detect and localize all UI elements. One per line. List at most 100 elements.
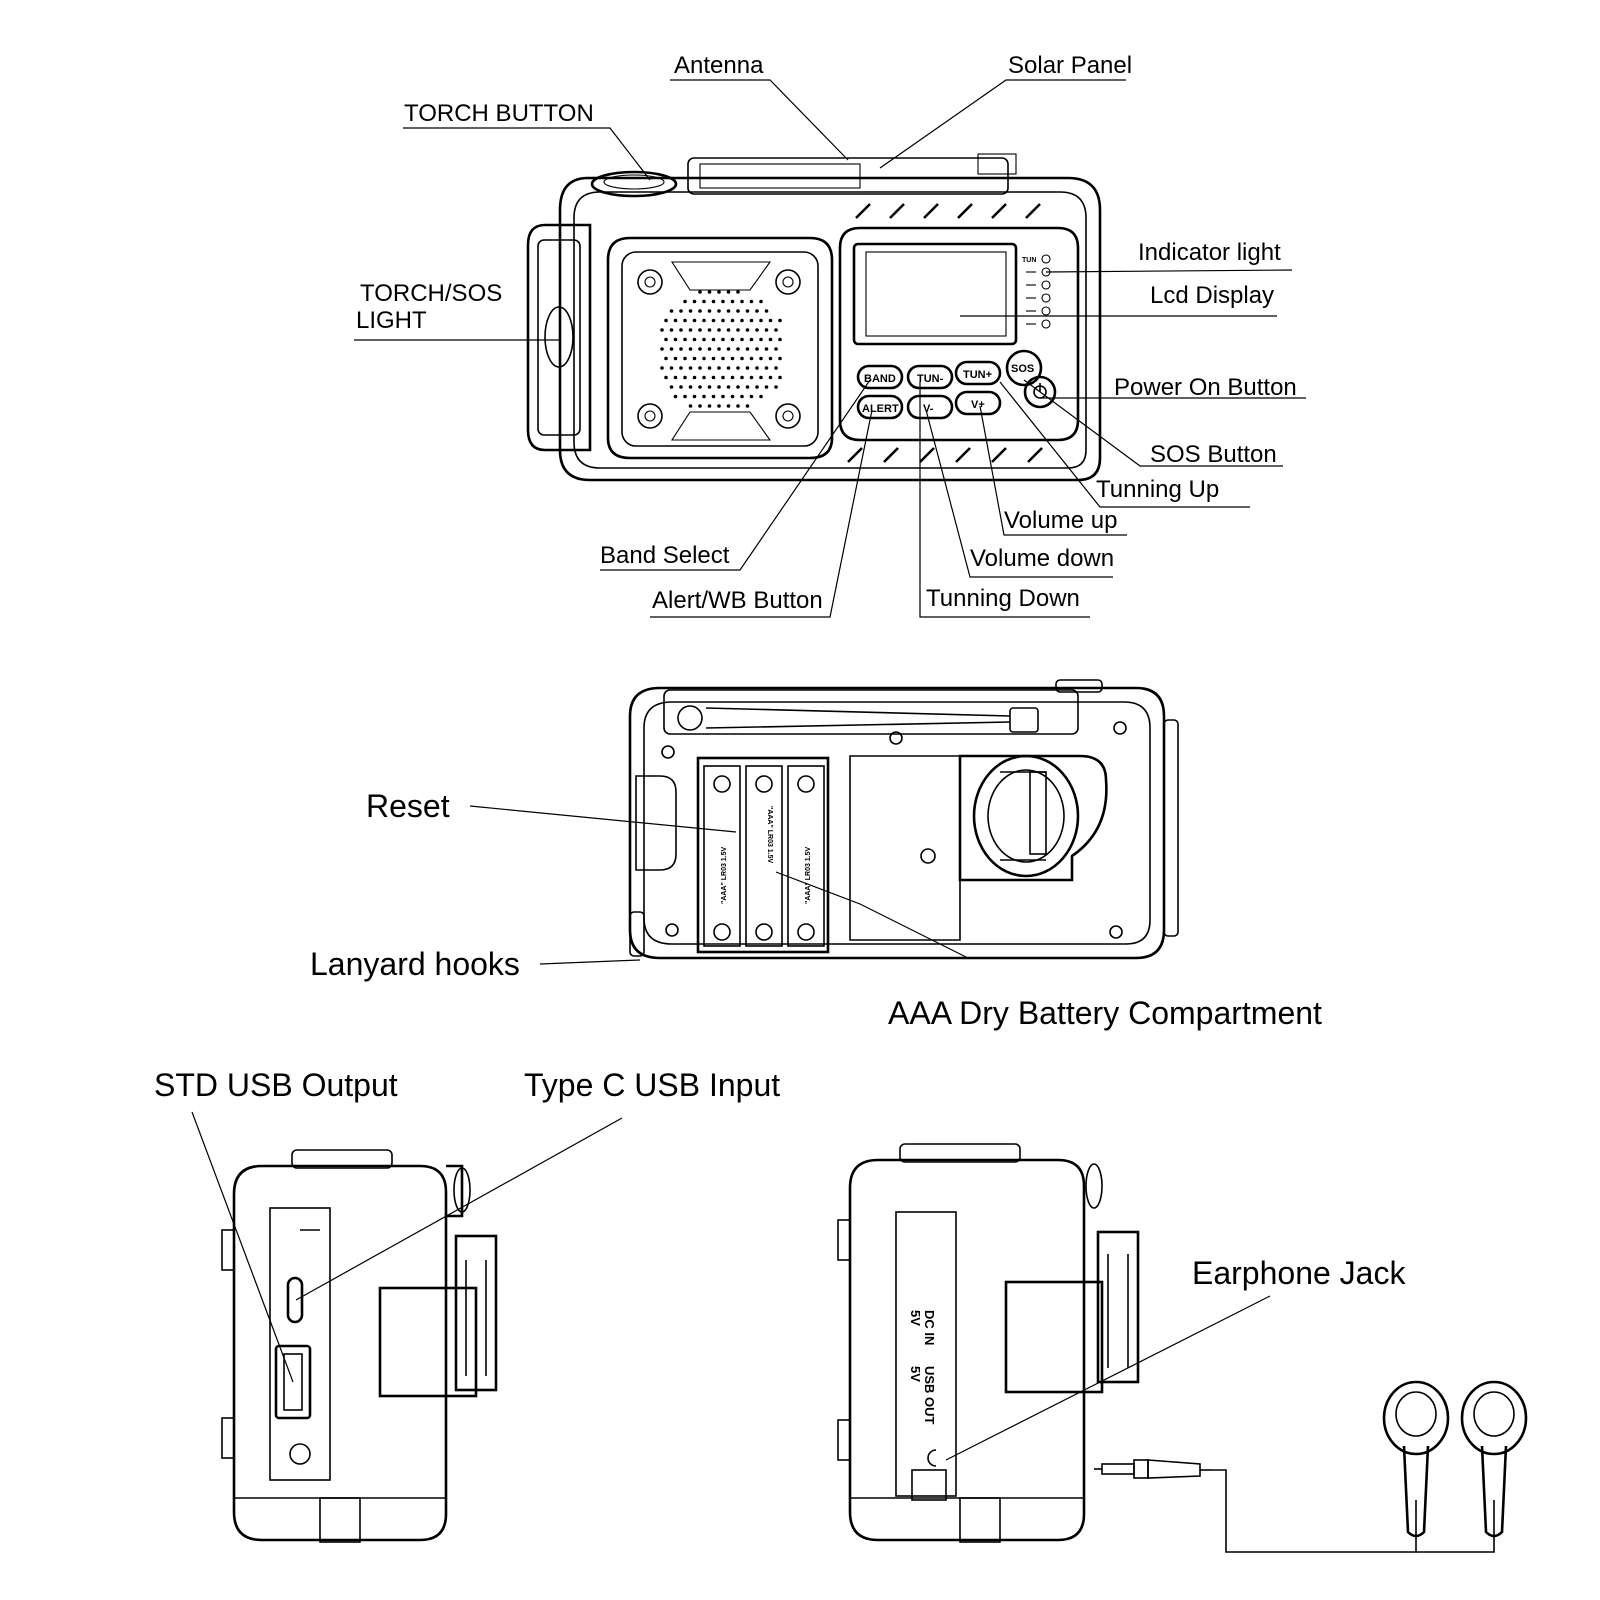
label-reset: Reset — [366, 788, 450, 824]
grill-hole — [736, 347, 740, 351]
grill-hole — [702, 337, 706, 342]
grill-hole — [749, 394, 754, 399]
earphone-jack — [927, 1449, 937, 1467]
leader-alert — [650, 409, 873, 618]
leader-vol-up — [979, 405, 1127, 536]
grill-hole — [749, 375, 754, 380]
grill-hole — [683, 337, 687, 342]
label-lcd-display: Lcd Display — [1150, 282, 1274, 309]
leader-earphone-jack — [945, 1295, 1271, 1461]
grill-hole — [679, 309, 683, 313]
usb-out-label: USB OUT — [922, 1366, 937, 1425]
grill-hole — [745, 404, 750, 408]
screw — [889, 731, 903, 745]
sos-button[interactable] — [1005, 349, 1043, 387]
grill-hole — [740, 356, 744, 361]
grill-hole — [707, 404, 712, 408]
speaker-panel — [606, 236, 834, 460]
leader-std-usb — [191, 1111, 294, 1383]
indicator-light — [1041, 254, 1051, 264]
side-body-right — [848, 1158, 1086, 1542]
grill-hole — [711, 375, 716, 380]
lcd-display — [852, 242, 1018, 346]
battery-terminal — [797, 923, 815, 941]
grill-hole — [764, 328, 769, 332]
grill-hole — [755, 328, 759, 332]
grill-hole — [698, 385, 702, 389]
grill-hole — [726, 309, 731, 313]
grill-hole — [745, 309, 750, 313]
grill-hole — [673, 394, 678, 399]
dc-in-label: DC IN — [922, 1310, 937, 1345]
grill-hole — [740, 299, 744, 304]
grill-hole — [721, 356, 725, 361]
leader-tun-down — [919, 382, 1090, 618]
grill-hole — [692, 394, 697, 399]
label-earphone-jack: Earphone Jack — [1192, 1255, 1406, 1291]
side-body-left — [232, 1164, 448, 1542]
tun-plus-button[interactable] — [954, 360, 1002, 386]
front-body — [558, 176, 1102, 482]
grill-hole — [774, 347, 778, 351]
indicator-tun-label: TUN — [1022, 257, 1036, 264]
grill-hole — [740, 375, 744, 380]
tun-minus-button[interactable] — [906, 364, 954, 390]
lanyard-hook — [635, 775, 677, 871]
alert-button[interactable] — [856, 394, 904, 420]
leader-vol-down — [925, 409, 1113, 578]
grill-hole — [707, 309, 712, 313]
battery-label: "AAA" LR03 1.5V — [766, 806, 773, 864]
grill-hole — [664, 337, 668, 342]
leader-band — [600, 379, 871, 571]
indicator-light — [1041, 306, 1051, 316]
grill-hole — [688, 366, 693, 370]
label-torch-button: TORCH BUTTON — [404, 100, 594, 127]
grill-hole — [702, 375, 706, 380]
indicator-light — [1041, 293, 1051, 303]
volume-up-button[interactable] — [954, 390, 1002, 416]
grill-hole — [778, 337, 782, 342]
grill-hole — [711, 318, 716, 323]
grill-hole — [717, 347, 721, 351]
volume-down-button[interactable] — [906, 394, 954, 420]
grill-hole — [721, 299, 725, 304]
grill-hole — [778, 375, 782, 380]
leader-indicator — [1045, 269, 1293, 273]
power-on-button[interactable] — [1023, 375, 1057, 409]
leader-battery — [775, 871, 969, 959]
grill-hole — [755, 347, 759, 351]
front-view: TUN BAND ALERT TUN- TUN+ V- V+ SOS — [354, 52, 1306, 618]
battery-label: "AAA" LR03 1.5V — [721, 846, 728, 904]
grill-hole — [759, 394, 763, 399]
grill-hole — [683, 318, 687, 323]
grill-hole — [736, 366, 740, 370]
top-vents — [855, 203, 1041, 219]
label-antenna: Antenna — [674, 52, 764, 79]
grill-hole — [736, 404, 740, 408]
band-button[interactable] — [856, 364, 904, 390]
grill-hole — [698, 404, 702, 408]
grill-hole — [736, 290, 740, 294]
grill-hole — [707, 347, 712, 351]
screw — [665, 923, 679, 937]
label-indicator-light: Indicator light — [1138, 239, 1281, 266]
grill-hole — [683, 356, 687, 361]
earphone — [1094, 1380, 1528, 1553]
indicator-light — [1041, 280, 1051, 290]
grill-hole — [740, 337, 744, 342]
label-solar-panel: Solar Panel — [1008, 52, 1132, 79]
grill-hole — [717, 290, 721, 294]
grill-hole — [730, 394, 735, 399]
grill-hole — [669, 328, 674, 332]
grill-hole — [749, 337, 754, 342]
speaker-screw — [637, 269, 663, 295]
grill-hole — [698, 347, 702, 351]
label-tunning-down: Tunning Down — [926, 585, 1080, 612]
torch-button[interactable] — [590, 170, 678, 198]
svg-text:V+: V+ — [971, 399, 985, 411]
battery-slot — [703, 765, 741, 947]
label-volume-up: Volume up — [1004, 507, 1117, 534]
grill-hole — [721, 318, 725, 323]
grill-hole — [660, 328, 664, 332]
battery-slot — [745, 765, 783, 947]
